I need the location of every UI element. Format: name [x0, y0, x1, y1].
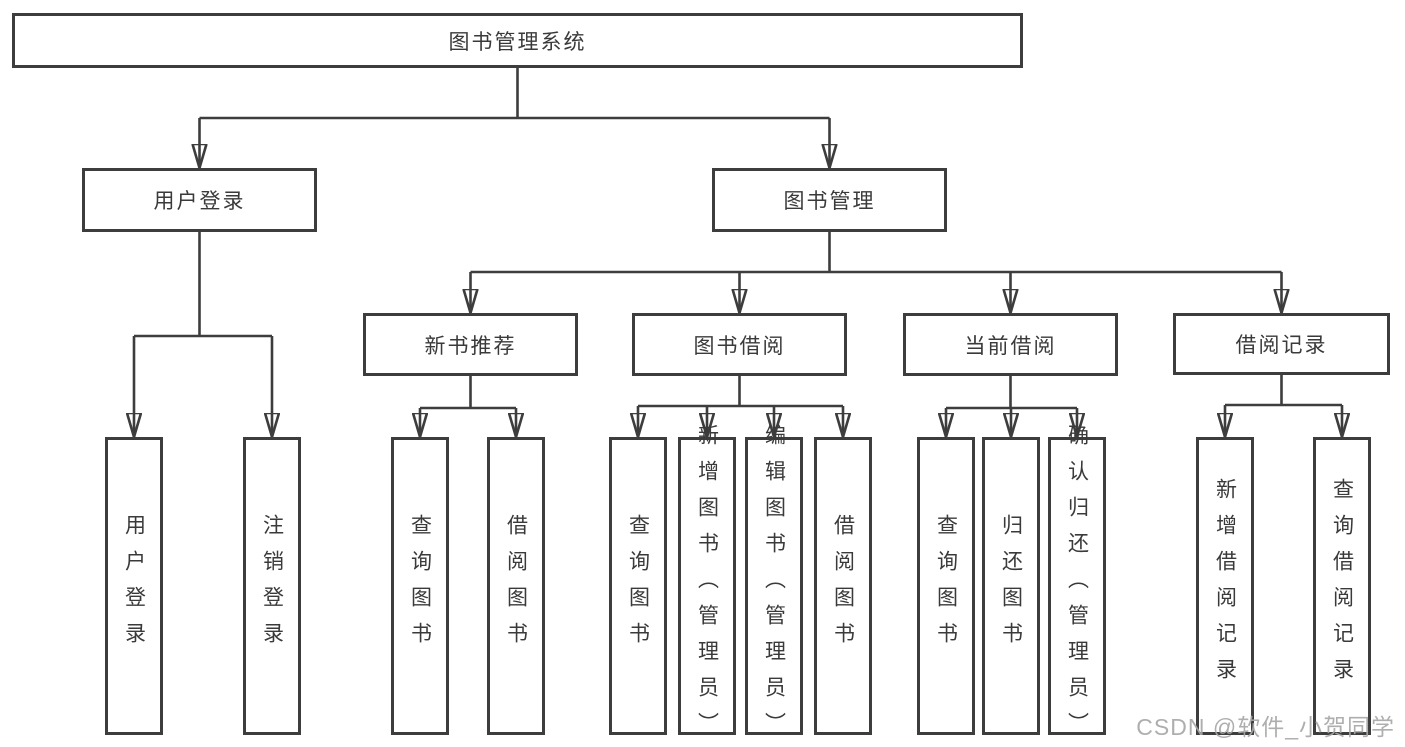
leaf-nbr-query-books: 查询图书 [391, 437, 449, 735]
leaf-cb-return-books-label: 归还图书 [999, 514, 1023, 658]
leaf-cb-confirm-return-admin-label: 确认归还（管理员） [1065, 424, 1089, 747]
leaf-cb-query-books: 查询图书 [917, 437, 975, 735]
node-root: 图书管理系统 [12, 13, 1023, 68]
node-book-borrowing: 图书借阅 [632, 313, 847, 376]
leaf-nbr-borrow-books: 借阅图书 [487, 437, 545, 735]
node-new-book-recommendation: 新书推荐 [363, 313, 578, 376]
leaf-bb-edit-books-admin-label: 编辑图书（管理员） [762, 424, 786, 747]
connector-current-borrow-tee [946, 376, 1077, 410]
connector-new-book-rec-tee [420, 376, 516, 410]
leaf-br-query-record: 查询借阅记录 [1313, 437, 1371, 735]
leaf-bb-borrow-books-label: 借阅图书 [831, 514, 855, 658]
leaf-cb-query-books-label: 查询图书 [934, 514, 958, 658]
node-borrowing-records: 借阅记录 [1173, 313, 1390, 375]
node-current-borrowing: 当前借阅 [903, 313, 1118, 376]
leaf-nbr-borrow-books-label: 借阅图书 [504, 514, 528, 658]
leaf-logout: 注销登录 [243, 437, 301, 735]
leaf-cb-return-books: 归还图书 [982, 437, 1040, 735]
connector-root-tee [199, 68, 830, 120]
connector-user-login-tee [134, 232, 272, 338]
connector-book-borrow-tee [638, 376, 843, 408]
connector-borrow-records-tee [1225, 375, 1342, 407]
connector-book-mgmt-tee [470, 232, 1282, 274]
leaf-bb-edit-books-admin: 编辑图书（管理员） [745, 424, 803, 747]
leaf-user-login: 用户登录 [105, 437, 163, 735]
leaf-br-add-record: 新增借阅记录 [1196, 437, 1254, 735]
leaf-bb-add-books-admin-label: 新增图书（管理员） [695, 424, 719, 747]
leaf-bb-add-books-admin: 新增图书（管理员） [678, 424, 736, 747]
leaf-bb-query-books-label: 查询图书 [626, 514, 650, 658]
leaf-nbr-query-books-label: 查询图书 [408, 514, 432, 658]
node-book-management: 图书管理 [712, 168, 947, 232]
leaf-logout-label: 注销登录 [260, 514, 284, 658]
leaf-bb-query-books: 查询图书 [609, 437, 667, 735]
leaf-user-login-label: 用户登录 [122, 514, 146, 658]
leaf-br-add-record-label: 新增借阅记录 [1213, 478, 1237, 694]
leaf-bb-borrow-books: 借阅图书 [814, 437, 872, 735]
node-user-login: 用户登录 [82, 168, 317, 232]
leaf-br-query-record-label: 查询借阅记录 [1330, 478, 1354, 694]
leaf-cb-confirm-return-admin: 确认归还（管理员） [1048, 424, 1106, 747]
